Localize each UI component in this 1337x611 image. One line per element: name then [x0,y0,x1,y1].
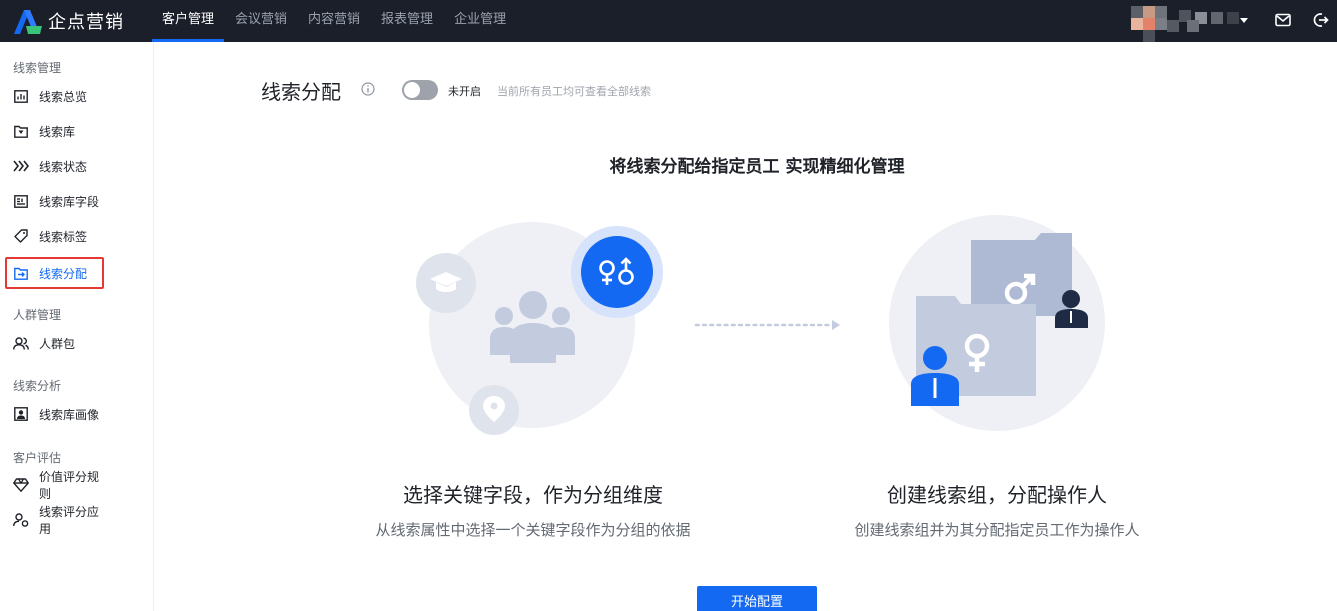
sidebar-item-lead-library[interactable]: 线索库 [6,116,104,146]
step-1-title: 选择关键字段，作为分组维度 [403,483,663,507]
nav-tab-report-management[interactable]: 报表管理 [381,12,434,27]
gender-symbols-icon [599,257,634,285]
sidebar-item-lead-fields[interactable]: 线索库字段 [6,186,104,216]
sidebar-item-label: 线索库字段 [39,194,100,209]
users-icon [13,335,29,351]
bar-chart-icon [13,88,29,104]
sidebar-item-label: 线索库 [39,124,76,139]
sidebar-item-label: 线索库画像 [39,407,100,422]
toggle-status-label: 未开启 [448,85,481,98]
sidebar-item-label: 线索状态 [39,159,88,174]
group-people-icon [490,291,575,363]
location-pin-icon [483,396,505,422]
toggle-hint: 当前所有员工均可查看全部线索 [497,85,651,98]
folder-box-icon [13,123,29,139]
male-symbol-icon [1004,273,1036,305]
sidebar-item-label: 价值评分规则 [39,470,100,501]
start-config-button[interactable]: 开始配置 [697,586,817,611]
sidebar-item-lead-portrait[interactable]: 线索库画像 [6,399,104,429]
sidebar-item-label: 人群包 [39,336,76,351]
sidebar-item-lead-overview[interactable]: 线索总览 [6,81,104,111]
page-title: 线索分配 [261,80,341,104]
sidebar-item-value-scoring-rules[interactable]: 价值评分规则 [6,470,104,501]
sidebar-group-title: 线索分析 [13,379,62,393]
graduation-cap-icon [430,272,462,292]
female-person-icon [911,346,959,406]
female-symbol-icon [964,333,990,372]
sidebar-group-title: 客户评估 [13,451,62,465]
step-2-title: 创建线索组，分配操作人 [887,483,1107,507]
caret-down-icon[interactable] [1240,18,1248,23]
user-score-icon [13,512,29,528]
sidebar-item-lead-status[interactable]: 线索状态 [6,151,104,181]
nav-tab-meeting-marketing[interactable]: 会议营销 [235,12,288,27]
app-name: 企点营销 [48,12,124,33]
tag-icon [13,228,29,244]
folder-transfer-icon [13,265,29,281]
flow-arrow-icon [694,320,840,330]
sidebar-item-label: 线索标签 [39,229,88,244]
feature-headline: 将线索分配给指定员工 实现精细化管理 [609,157,905,177]
mail-icon[interactable] [1275,13,1291,27]
nav-tab-enterprise-management[interactable]: 企业管理 [454,12,507,27]
field-list-icon [13,193,29,209]
nav-tab-content-marketing[interactable]: 内容营销 [308,12,361,27]
sidebar-item-lead-assignment[interactable]: 线索分配 [5,257,104,289]
sidebar: 线索管理 线索总览 线索库 线索状态 线索库字段 线索标签 线索分配 [0,42,154,611]
logo-mark-icon [14,10,42,34]
app-logo[interactable]: 企点营销 [14,7,124,35]
male-person-icon [1055,290,1088,328]
sidebar-group-title: 线索管理 [13,61,62,75]
lead-group-illustration [889,215,1105,431]
main-nav: 客户管理 会议营销 内容营销 报表管理 企业管理 [152,0,517,42]
portrait-icon [13,406,29,422]
step-2-description: 创建线索组并为其分配指定员工作为操作人 [854,521,1140,539]
chevrons-right-icon [13,158,29,174]
sidebar-item-label: 线索评分应用 [39,505,100,536]
assignment-toggle[interactable] [402,80,438,100]
sidebar-item-lead-tags[interactable]: 线索标签 [6,221,104,251]
sidebar-item-label: 线索分配 [39,266,88,281]
top-bar: 企点营销 客户管理 会议营销 内容营销 报表管理 企业管理 [0,0,1337,42]
nav-tab-customer-management[interactable]: 客户管理 [152,0,225,42]
logout-icon[interactable] [1313,12,1329,28]
step-1-description: 从线索属性中选择一个关键字段作为分组的依据 [375,521,691,539]
user-account-blurred[interactable] [1131,6,1243,42]
info-icon[interactable] [361,82,375,96]
field-grouping-illustration [416,222,663,435]
sidebar-item-lead-score-application[interactable]: 线索评分应用 [6,505,104,536]
diamond-icon [13,477,29,493]
sidebar-item-audience-pack[interactable]: 人群包 [6,328,104,358]
sidebar-item-label: 线索总览 [39,89,88,104]
sidebar-group-title: 人群管理 [13,308,62,322]
toggle-knob [404,82,420,98]
